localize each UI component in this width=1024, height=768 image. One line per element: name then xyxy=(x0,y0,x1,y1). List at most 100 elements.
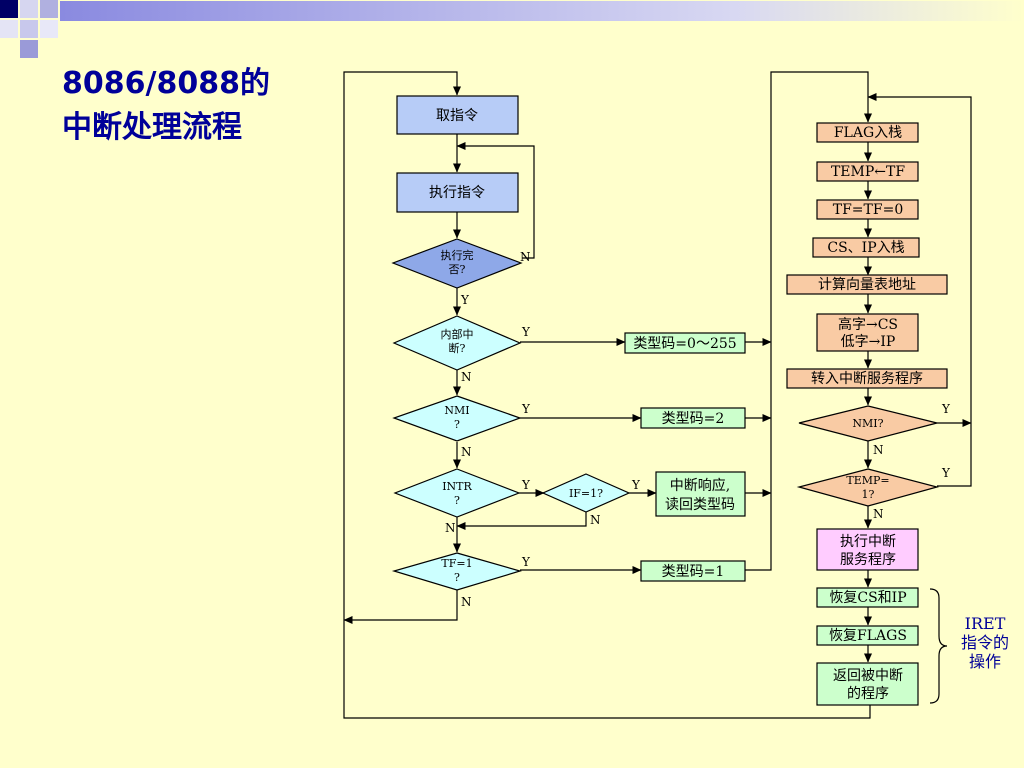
tempq-n-label: N xyxy=(873,507,884,521)
exec-done-y-label: Y xyxy=(460,293,470,307)
tf-zero-label: TF=TF=0 xyxy=(833,202,903,218)
iret-line-2: 指令的 xyxy=(961,633,1009,652)
if-n-label: N xyxy=(590,513,601,527)
type-1-label: 类型码=1 xyxy=(662,564,725,580)
if-no-arrow xyxy=(456,512,587,530)
exec-done-line-2: 否? xyxy=(449,263,466,276)
nmi-line-1: NMI xyxy=(444,404,469,417)
tf-line-2: ? xyxy=(454,571,460,584)
tf-no-arrow xyxy=(343,590,458,624)
nmi-check-diamond xyxy=(798,405,938,442)
iret-line-3: 操作 xyxy=(969,652,1001,671)
nmi-n-label: N xyxy=(461,445,472,459)
internal-line-1: 内部中 xyxy=(441,327,474,341)
flag-push-label: FLAG入栈 xyxy=(834,125,902,141)
iret-brace xyxy=(929,588,948,704)
restore-cs-ip-box xyxy=(816,587,919,608)
nmi-y-label: Y xyxy=(521,402,531,416)
fetch-instruction-box xyxy=(396,95,519,135)
temp-check-line-1: TEMP= xyxy=(846,474,889,487)
type-0-255-box xyxy=(624,332,746,354)
exec-not-done-loop xyxy=(456,142,535,259)
corner-square xyxy=(0,20,18,38)
intr-y-label: Y xyxy=(521,478,531,492)
exec-done-line-1: 执行完 xyxy=(441,248,474,262)
tempq-y-label: Y xyxy=(941,466,951,480)
return-loop-arrow xyxy=(343,71,871,719)
internal-y-label: Y xyxy=(521,325,531,339)
nmi-check-label: NMI? xyxy=(852,417,883,430)
type-2-box xyxy=(640,407,746,429)
temp-tf-box xyxy=(816,161,919,182)
connectors xyxy=(343,71,972,719)
exec-isr-line-1: 执行中断 xyxy=(840,534,896,550)
return-box xyxy=(816,662,919,706)
temp-check-line-2: 1? xyxy=(862,488,875,501)
corner-square xyxy=(0,0,18,18)
restore-flags-label: 恢复FLAGS xyxy=(829,627,907,644)
type-2-label: 类型码=2 xyxy=(662,411,725,427)
title-line-2: 中断处理流程 xyxy=(62,110,242,145)
title-line-1: 8086/8088的 xyxy=(62,66,270,101)
nmi-diamond xyxy=(392,395,522,442)
right-column: FLAG入栈 TEMP←TF TF=TF=0 CS、IP入栈 计算向量表地址 高… xyxy=(786,122,1009,706)
page-title: 8086/8088的 中断处理流程 xyxy=(62,62,270,150)
bus-to-flag-arrow xyxy=(745,71,872,571)
return-line-2: 的程序 xyxy=(847,686,889,702)
fetch-label: 取指令 xyxy=(436,108,478,124)
restore-cs-ip-label: 恢复CS和IP xyxy=(829,589,906,606)
tf-y-label: Y xyxy=(521,555,531,569)
intr-diamond xyxy=(393,468,521,518)
corner-square xyxy=(20,20,38,38)
corner-square xyxy=(20,40,38,58)
flag-push-box xyxy=(816,122,919,143)
exec-done-diamond xyxy=(391,238,523,289)
left-column: 取指令 执行指令 执行完 否? 内部中 断? NMI ? INTR ? IF=1… xyxy=(391,95,746,591)
hi-lo-line-2: 低字→IP xyxy=(841,334,896,350)
goto-isr-box xyxy=(786,368,948,389)
intr-n-label: N xyxy=(445,521,456,535)
exec-isr-line-2: 服务程序 xyxy=(840,552,896,568)
nmiq-n-label: N xyxy=(873,443,884,457)
internal-interrupt-diamond xyxy=(392,315,522,371)
if-label: IF=1? xyxy=(569,487,603,500)
top-gradient-bar xyxy=(60,1,1024,21)
temp-check-diamond xyxy=(796,468,940,507)
nmiq-y-label: Y xyxy=(941,402,951,416)
temp-yes-loop xyxy=(867,93,972,487)
intr-line-1: INTR xyxy=(442,480,472,493)
iret-line-1: IRET xyxy=(965,614,1006,633)
temp-tf-label: TEMP←TF xyxy=(831,164,905,180)
hi-lo-box xyxy=(816,313,919,352)
return-line-1: 返回被中断 xyxy=(833,668,903,684)
calc-vector-box xyxy=(786,274,948,295)
nmi-line-2: ? xyxy=(454,418,460,431)
internal-line-2: 断? xyxy=(449,341,466,355)
corner-square xyxy=(40,20,58,38)
tf-n-label: N xyxy=(461,595,472,609)
tf-line-1: TF=1 xyxy=(441,557,472,570)
calc-vector-label: 计算向量表地址 xyxy=(818,277,916,293)
branch-labels: N Y Y N Y N Y Y N N Y N Y N Y N xyxy=(445,250,951,609)
goto-isr-label: 转入中断服务程序 xyxy=(811,371,923,387)
internal-n-label: N xyxy=(461,370,472,384)
execute-label: 执行指令 xyxy=(429,185,485,201)
cs-ip-push-box xyxy=(812,237,920,258)
intr-line-2: ? xyxy=(454,494,460,507)
type-0-255-label: 类型码=0～255 xyxy=(633,336,736,352)
exec-done-n-label: N xyxy=(520,250,531,264)
hi-lo-line-1: 高字→CS xyxy=(838,316,898,333)
corner-square xyxy=(20,0,38,18)
if-y-label: Y xyxy=(631,478,641,492)
restore-flags-box xyxy=(816,625,919,646)
cs-ip-push-label: CS、IP入栈 xyxy=(827,240,904,256)
type-1-box xyxy=(640,560,746,582)
tf-diamond xyxy=(391,552,523,591)
intr-ack-line-1: 中断响应, xyxy=(670,477,730,494)
corner-square xyxy=(40,0,58,18)
corner-decoration xyxy=(0,0,1024,58)
exec-isr-box xyxy=(816,528,919,571)
execute-instruction-box xyxy=(396,172,519,213)
intr-ack-box xyxy=(655,471,746,517)
